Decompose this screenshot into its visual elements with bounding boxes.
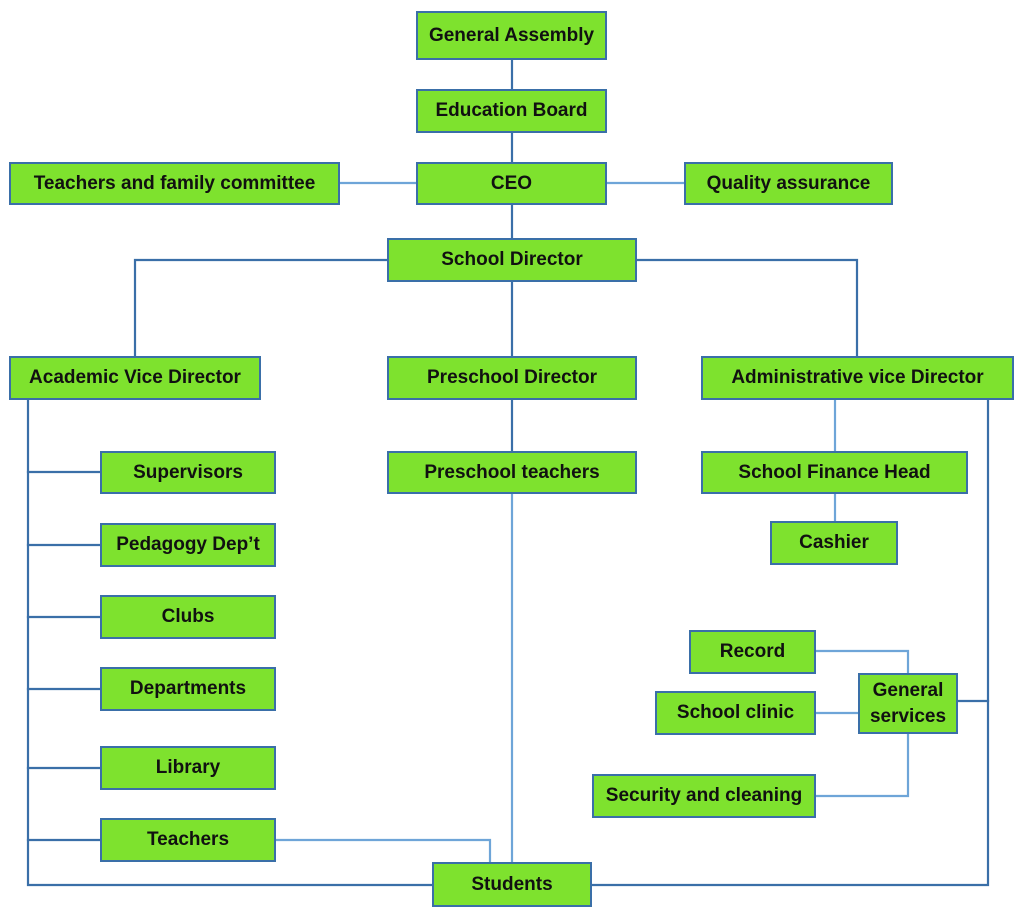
node-library: Library	[100, 746, 276, 790]
connector-record	[814, 649, 910, 675]
node-record: Record	[689, 630, 816, 674]
node-general-services: General services	[858, 673, 958, 734]
node-school-clinic: School clinic	[655, 691, 816, 735]
node-preschool-director: Preschool Director	[387, 356, 637, 400]
node-ceo: CEO	[416, 162, 607, 205]
node-supervisors: Supervisors	[100, 451, 276, 494]
node-clubs: Clubs	[100, 595, 276, 639]
node-academic-vice-director: Academic Vice Director	[9, 356, 261, 400]
node-quality-assurance: Quality assurance	[684, 162, 893, 205]
connector-security	[814, 732, 910, 798]
node-preschool-teachers: Preschool teachers	[387, 451, 637, 494]
node-administrative-vice-director: Administrative vice Director	[701, 356, 1014, 400]
connector-director-administrative	[635, 258, 859, 358]
node-school-director: School Director	[387, 238, 637, 282]
node-education-board: Education Board	[416, 89, 607, 133]
node-students: Students	[432, 862, 592, 907]
connector-administrative-spine	[590, 398, 990, 887]
connector-teachers-students	[274, 838, 492, 864]
connector-director-academic	[133, 258, 389, 358]
connector-academic-spine	[26, 398, 434, 887]
node-pedagogy-dept: Pedagogy Dep’t	[100, 523, 276, 567]
node-teachers: Teachers	[100, 818, 276, 862]
node-departments: Departments	[100, 667, 276, 711]
node-teachers-family-committee: Teachers and family committee	[9, 162, 340, 205]
node-security-cleaning: Security and cleaning	[592, 774, 816, 818]
node-school-finance-head: School Finance Head	[701, 451, 968, 494]
node-general-assembly: General Assembly	[416, 11, 607, 60]
node-cashier: Cashier	[770, 521, 898, 565]
